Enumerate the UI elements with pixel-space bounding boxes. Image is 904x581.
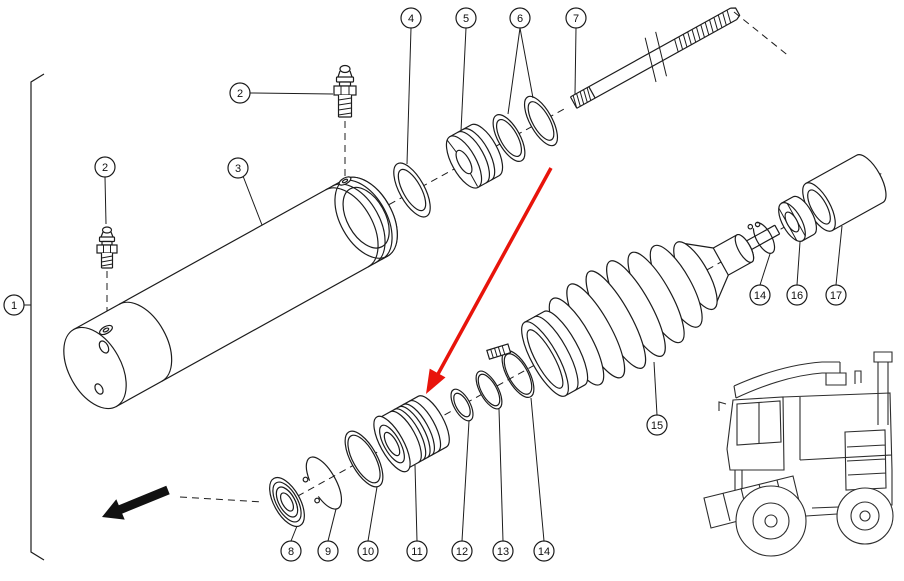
svg-text:7: 7 (573, 13, 579, 25)
svg-text:3: 3 (235, 163, 241, 175)
svg-text:16: 16 (791, 290, 803, 302)
end-sleeve (802, 154, 887, 232)
svg-text:11: 11 (411, 546, 422, 558)
hose-clamp (486, 343, 535, 398)
callout-leader-lines (23, 27, 843, 542)
cap-grease-port (99, 324, 113, 336)
backup-ring (475, 370, 503, 410)
svg-text:14: 14 (538, 546, 550, 558)
callout-2-lower[interactable]: 2 (94, 156, 116, 178)
callout-7[interactable]: 7 (565, 7, 587, 29)
svg-text:2: 2 (102, 162, 108, 174)
svg-text:1: 1 (11, 300, 17, 312)
cylinder-barrel (63, 176, 398, 410)
callout-13[interactable]: 13 (492, 540, 514, 562)
svg-text:13: 13 (497, 546, 509, 558)
svg-text:9: 9 (325, 546, 331, 558)
callout-12[interactable]: 12 (451, 540, 473, 562)
circlip (302, 456, 343, 510)
callout-10[interactable]: 10 (357, 540, 379, 562)
callout-1[interactable]: 1 (3, 294, 25, 316)
callout-9[interactable]: 9 (317, 540, 339, 562)
cylinder-head-gland (373, 395, 450, 473)
svg-text:8: 8 (288, 546, 294, 558)
assembly-bracket (30, 73, 45, 561)
piston (445, 123, 504, 189)
svg-text:17: 17 (830, 290, 842, 302)
callout-6[interactable]: 6 (509, 7, 531, 29)
callout-17[interactable]: 17 (825, 284, 847, 306)
svg-text:14: 14 (754, 290, 766, 302)
o-ring (393, 162, 431, 218)
bellows-boot (521, 233, 755, 397)
svg-text:12: 12 (456, 546, 468, 558)
callout-8[interactable]: 8 (280, 540, 302, 562)
svg-text:6: 6 (517, 13, 523, 25)
guide-ring (344, 430, 384, 488)
grease-fitting-lower (96, 226, 118, 269)
callout-2-upper[interactable]: 2 (229, 82, 251, 104)
spherical-bearing (269, 476, 305, 528)
callout-3[interactable]: 3 (227, 157, 249, 179)
clamp-small (747, 221, 776, 254)
callout-16[interactable]: 16 (786, 284, 808, 306)
callout-14-lower[interactable]: 14 (533, 540, 555, 562)
callout-5[interactable]: 5 (455, 7, 477, 29)
callout-4[interactable]: 4 (400, 7, 422, 29)
direction-arrow (102, 485, 170, 520)
red-pointer-arrow (426, 167, 553, 394)
svg-text:5: 5 (463, 13, 469, 25)
machine-illustration (703, 351, 894, 557)
grease-fitting-upper (333, 64, 357, 118)
head-grease-port (338, 176, 352, 186)
seal-ring-outer (523, 95, 559, 147)
piston-rod (569, 7, 741, 109)
svg-text:2: 2 (237, 88, 243, 100)
svg-text:4: 4 (408, 13, 414, 25)
seal-ring-inner (492, 114, 526, 162)
callout-15[interactable]: 15 (646, 414, 668, 436)
svg-text:15: 15 (651, 420, 663, 432)
washer-ring (450, 388, 474, 422)
callout-14-upper[interactable]: 14 (749, 284, 771, 306)
hex-nut (778, 195, 818, 242)
svg-text:10: 10 (362, 546, 374, 558)
callout-11-highlighted[interactable]: 11 (406, 540, 428, 562)
